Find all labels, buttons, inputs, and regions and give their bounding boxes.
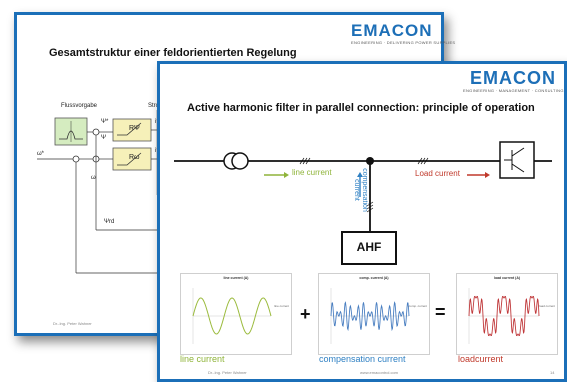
ahf-label: AHF bbox=[356, 240, 382, 254]
chart-legend: comp. current bbox=[408, 304, 427, 308]
psi-star-label: Ψ* bbox=[101, 119, 109, 125]
chart-legend: line current bbox=[274, 304, 289, 308]
chart-title: load current (A) bbox=[493, 276, 521, 280]
compensation-current-caption: compensation current bbox=[319, 354, 406, 364]
chart-title: line current (A) bbox=[223, 276, 249, 280]
stro-label: Stro bbox=[148, 103, 160, 109]
i-star-label-2: i* bbox=[155, 148, 159, 154]
load-current-caption: loadcurrent bbox=[458, 354, 504, 364]
emacon-logo: EMACON bbox=[470, 68, 556, 88]
emacon-logo: EMACON bbox=[351, 21, 433, 40]
load-current-plot bbox=[468, 288, 540, 344]
equals-operator: = bbox=[435, 302, 446, 322]
back-footer: Dr.-Ing. Peter Wahner bbox=[53, 321, 92, 326]
compensation-current-plot bbox=[330, 288, 410, 344]
front-footer-center: www.emacontrol.com bbox=[360, 370, 399, 375]
flussvorgabe-label: Flussvorgabe bbox=[61, 103, 98, 109]
front-slide: EMACON ENGINEERING · MANAGEMENT · CONSUL… bbox=[157, 61, 567, 382]
logo-tagline: ENGINEERING · MANAGEMENT · CONSULTING bbox=[463, 88, 564, 93]
plus-operator: + bbox=[300, 304, 311, 324]
slide-title: Gesamtstruktur einer feldorientierten Re… bbox=[49, 47, 297, 59]
load-current-label: Load current bbox=[415, 169, 460, 178]
compensation-current-label: compensation current bbox=[353, 168, 368, 212]
front-footer-right: 14 bbox=[550, 370, 555, 375]
front-footer-left: Dr.-Ing. Peter Wahner bbox=[208, 370, 247, 375]
compensation-current-series bbox=[330, 301, 410, 332]
line-current-caption: line current bbox=[180, 354, 225, 364]
line-current-plot bbox=[192, 288, 272, 344]
control-block-diagram bbox=[37, 110, 167, 274]
psi-label: Ψ bbox=[101, 135, 107, 141]
logo-tagline: ENGINEERING · DELIVERING POWER SUPPLIES bbox=[351, 40, 456, 45]
omega-star-label: ω* bbox=[37, 151, 45, 157]
compensation-current-chart: comp. current (A) comp. current bbox=[318, 273, 430, 355]
chart-title: comp. current (A) bbox=[359, 276, 389, 280]
r-omega-label: Rω bbox=[129, 154, 140, 161]
line-current-series bbox=[192, 297, 272, 335]
slide-title: Active harmonic filter in parallel conne… bbox=[187, 102, 535, 114]
line-current-chart: line current (A) line current bbox=[180, 273, 292, 355]
ahf-circuit-diagram bbox=[174, 141, 552, 265]
line-current-label: line current bbox=[292, 168, 332, 177]
i-star-label-1: i* bbox=[155, 119, 159, 125]
psi-rd-label: Ψrd bbox=[104, 219, 115, 225]
r-psi-label: RΨ bbox=[129, 125, 140, 132]
omega-label: ω bbox=[91, 175, 96, 181]
load-current-series bbox=[468, 295, 540, 337]
load-current-chart: load current (A) load current bbox=[456, 273, 558, 355]
chart-legend: load current bbox=[539, 304, 555, 308]
